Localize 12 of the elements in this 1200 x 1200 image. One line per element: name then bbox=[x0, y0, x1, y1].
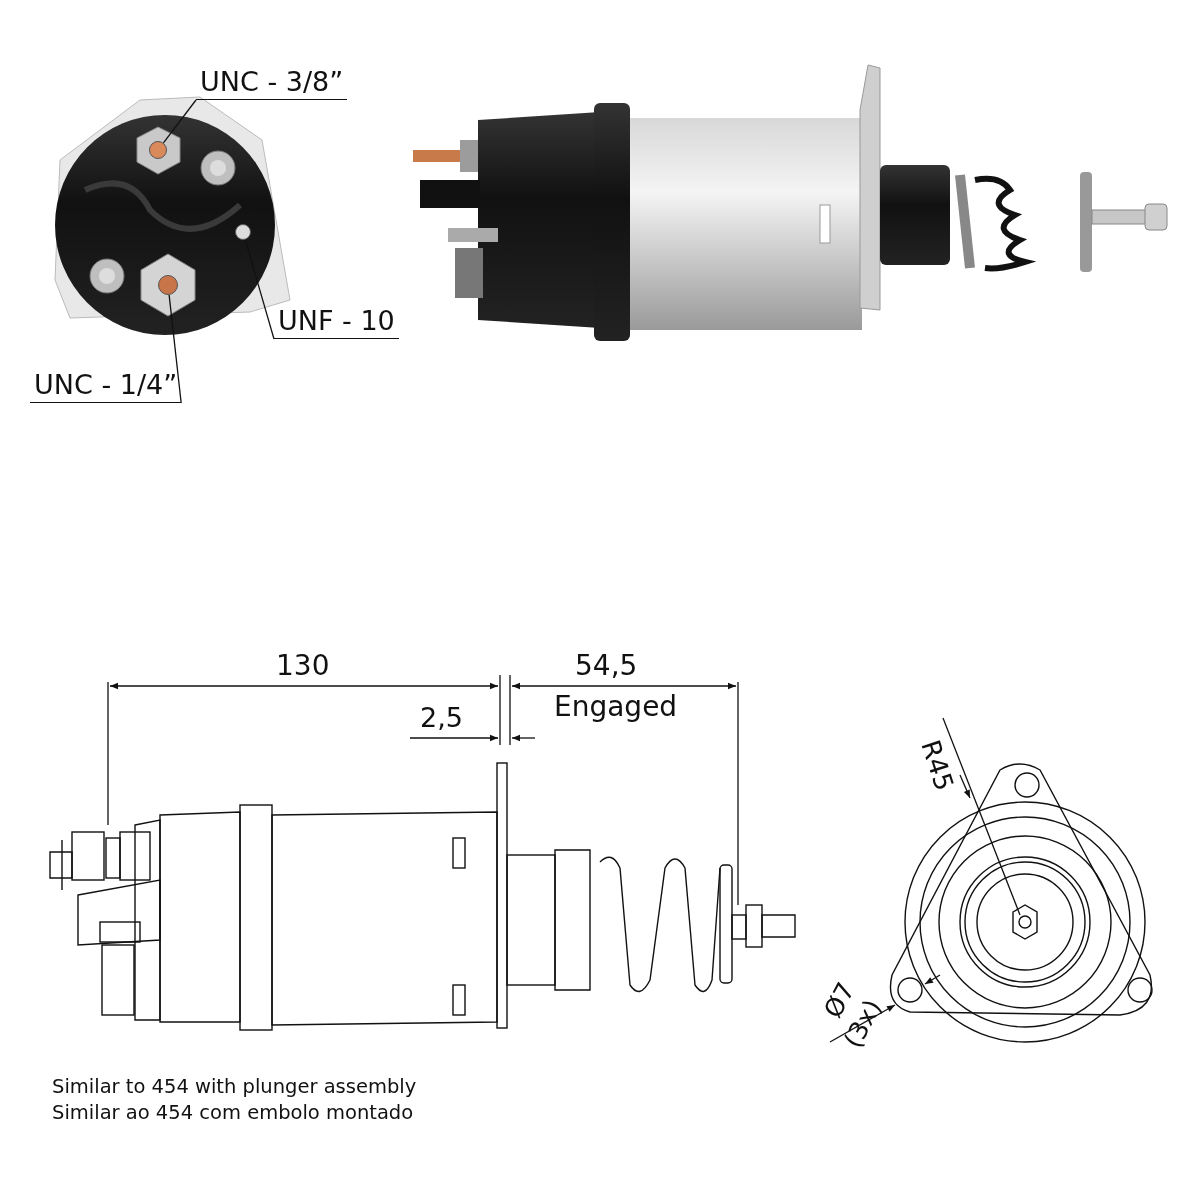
dimension-value: 2,5 bbox=[420, 704, 463, 731]
leader-line bbox=[168, 294, 182, 404]
dimension-value: R45 bbox=[917, 737, 958, 794]
leader-line bbox=[162, 99, 197, 144]
thread-spec-label: UNC - 1/4” bbox=[30, 371, 182, 403]
thread-spec-label: UNF - 10 bbox=[274, 307, 399, 339]
dimension-value: 54,5 bbox=[575, 652, 638, 680]
dimension-note: Engaged bbox=[554, 693, 678, 721]
caption-text: Similar to 454 with plunger assembly bbox=[52, 1077, 417, 1097]
caption-text: Similar ao 454 com embolo montado bbox=[52, 1103, 414, 1123]
dimension-value: 130 bbox=[276, 652, 330, 680]
thread-spec-label: UNC - 3/8” bbox=[196, 68, 348, 100]
